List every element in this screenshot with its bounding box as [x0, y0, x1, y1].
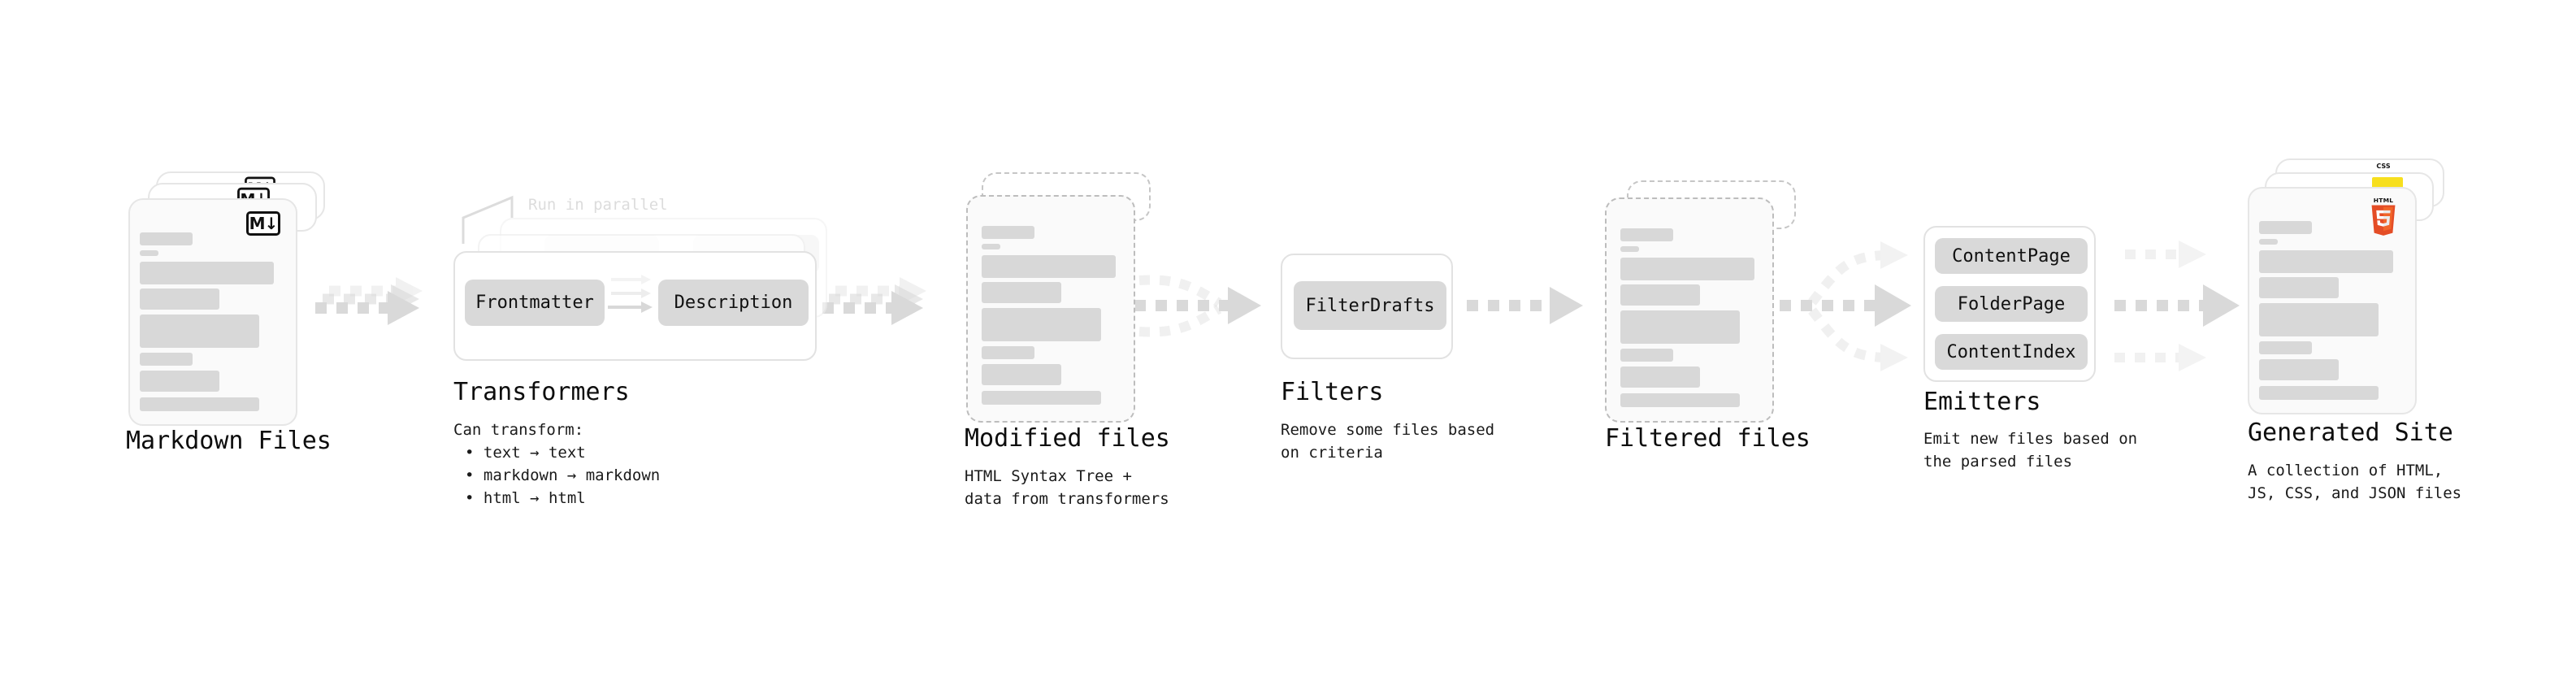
- filters-box: FilterDrafts: [1281, 254, 1453, 359]
- plugin-pill-folderpage[interactable]: FolderPage: [1935, 286, 2088, 322]
- skeleton-bar: [2259, 386, 2379, 400]
- arrow-emitters-to-site: [2114, 241, 2240, 371]
- skeleton-bar: [2259, 277, 2339, 298]
- skeleton-bar: [1620, 228, 1673, 241]
- run-in-parallel-label: Run in parallel: [528, 196, 668, 214]
- arrow-filters-to-filtered: [1467, 287, 1583, 324]
- transformers-bullet-list: • text → text • markdown → markdown • ht…: [465, 441, 660, 510]
- skeleton-bar: [140, 262, 274, 284]
- markdown-card-front: M↓: [128, 198, 297, 426]
- skeleton-bar: [140, 353, 193, 366]
- skeleton-bar: [2259, 221, 2312, 234]
- skeleton-bar: [2259, 341, 2312, 354]
- skeleton-bar: [2259, 250, 2393, 273]
- stage-subtitle-modified-files: HTML Syntax Tree + data from transformer…: [965, 467, 1169, 508]
- bullet-item: • text → text: [465, 444, 586, 462]
- skeleton-bar: [140, 232, 193, 245]
- plugin-pill-filterdrafts[interactable]: FilterDrafts: [1294, 281, 1446, 330]
- arrow-markdown-to-transformers: [315, 277, 423, 325]
- stage-subtitle-transformers: Can transform:: [453, 421, 584, 439]
- stage-title-transformers: Transformers: [453, 378, 630, 406]
- stage-subtitle-emitters: Emit new files based on the parsed files: [1923, 430, 2138, 471]
- arrow-modified-to-filters: [1134, 275, 1261, 337]
- transformer-box-front: Frontmatter Description: [453, 251, 817, 361]
- filtered-card-front: [1605, 197, 1774, 423]
- plugin-pill-contentpage[interactable]: ContentPage: [1935, 238, 2088, 274]
- skeleton-bar: [140, 314, 259, 348]
- skeleton-bar: [140, 250, 158, 256]
- stage-title-filtered-files: Filtered files: [1605, 424, 1811, 453]
- skeleton-bar: [2259, 239, 2278, 245]
- skeleton-bar: [1620, 393, 1740, 407]
- bullet-item: • markdown → markdown: [465, 466, 661, 484]
- markdown-badge: M↓: [246, 211, 280, 236]
- stage-subtitle-generated-site: A collection of HTML, JS, CSS, and JSON …: [2248, 462, 2462, 502]
- skeleton-bar: [2259, 303, 2379, 336]
- skeleton-bar: [1620, 258, 1754, 280]
- skeleton-bar: [1620, 367, 1700, 388]
- plugin-pill-frontmatter[interactable]: Frontmatter: [465, 280, 605, 326]
- html5-logo-icon: HTML: [2371, 197, 2396, 236]
- svg-text:HTML: HTML: [2374, 198, 2394, 204]
- bullet-item: • html → html: [465, 489, 586, 507]
- skeleton-bar: [2259, 359, 2339, 380]
- html5-badge: HTML: [2367, 197, 2400, 236]
- stage-title-markdown-files: Markdown Files: [126, 427, 332, 455]
- plugin-pill-description[interactable]: Description: [658, 280, 809, 326]
- stage-title-generated-site: Generated Site: [2248, 419, 2453, 447]
- skeleton-bar: [982, 346, 1034, 359]
- emitters-box: ContentPage FolderPage ContentIndex: [1923, 226, 2096, 382]
- arrow-transformers-to-modified: [822, 277, 926, 325]
- skeleton-bar: [1620, 246, 1639, 252]
- skeleton-bar: [982, 282, 1061, 303]
- skeleton-bar: [982, 255, 1116, 278]
- plugin-pill-contentindex[interactable]: ContentIndex: [1935, 334, 2088, 370]
- skeleton-bar: [982, 226, 1034, 239]
- skeleton-bar: [140, 371, 219, 392]
- skeleton-bar: [982, 391, 1101, 405]
- skeleton-bar: [982, 244, 1000, 249]
- modified-card-front: [966, 195, 1135, 423]
- skeleton-bar: [982, 308, 1101, 341]
- skeleton-bar: [140, 397, 259, 411]
- skeleton-bar: [982, 364, 1061, 385]
- skeleton-bar: [1620, 284, 1700, 306]
- arrow-filtered-to-emitters: [1780, 241, 1911, 371]
- skeleton-bar: [1620, 310, 1740, 344]
- site-card-front: HTML: [2248, 187, 2417, 414]
- stage-subtitle-filters: Remove some files based on criteria: [1281, 421, 1495, 462]
- skeleton-bar: [1620, 349, 1673, 362]
- stage-title-modified-files: Modified files: [965, 424, 1170, 453]
- stage-title-filters: Filters: [1281, 378, 1384, 406]
- stage-title-emitters: Emitters: [1923, 388, 2041, 416]
- skeleton-bar: [140, 288, 219, 310]
